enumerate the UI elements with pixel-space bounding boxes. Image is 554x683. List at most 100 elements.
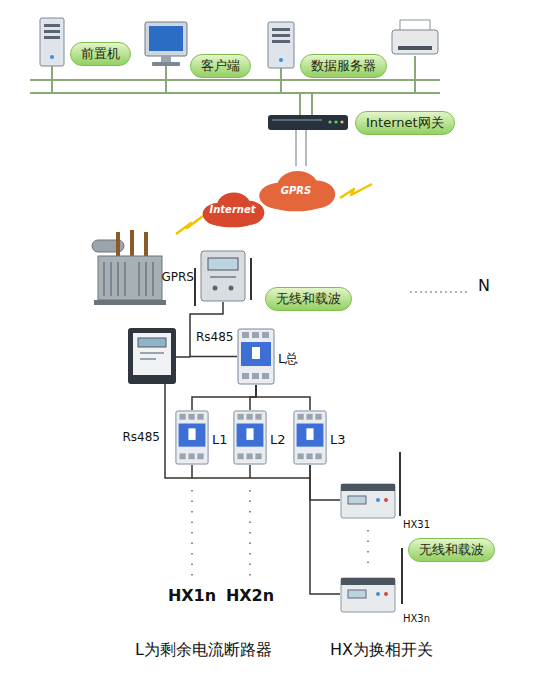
node-text: L3: [330, 432, 346, 447]
breaker-body: [179, 414, 185, 420]
breaker-body: [297, 424, 324, 447]
breaker-body: [234, 411, 266, 464]
breaker-body: [176, 411, 208, 464]
antenna: [194, 268, 196, 306]
wire-connector: [250, 385, 256, 410]
wireless-link: [340, 184, 372, 198]
data-server-icon: [272, 28, 290, 31]
wire: [191, 465, 193, 478]
residual-current-breaker-shape: [233, 410, 267, 465]
lan-bus: [30, 92, 440, 94]
green-label-pill: 前置机: [70, 42, 131, 66]
continuation-dots: [249, 490, 251, 580]
client-computer-icon: [149, 26, 183, 51]
gprs-meter-shape: [200, 250, 246, 302]
breaker-body: [241, 342, 271, 366]
gateway-device: [268, 115, 348, 130]
breaker-body: [237, 424, 264, 447]
annotation-label: Rs485: [196, 330, 234, 344]
switch-body: [384, 498, 388, 502]
switch-body: [341, 484, 395, 491]
node-text: HX31: [403, 519, 430, 530]
breaker-body: [252, 373, 259, 379]
dotted-line: [410, 291, 470, 293]
electricity-meter: [128, 328, 176, 384]
printer-icon: [392, 30, 438, 54]
wire: [176, 356, 190, 358]
breaker-body: [255, 414, 261, 420]
client-computer-icon: [152, 62, 180, 66]
cloud-shape: [203, 193, 265, 228]
breaker-body: [238, 329, 274, 384]
server-icon: [44, 36, 60, 39]
phase-switch-shape: [340, 478, 396, 522]
breaker-body: [188, 453, 194, 459]
annotation-label: HX为换相开关: [330, 640, 433, 661]
data-server-icon: [268, 22, 294, 68]
transformer-illustration: [92, 230, 166, 305]
annotation-label: Rs485: [123, 430, 161, 444]
breaker-body: [294, 411, 326, 464]
antenna: [399, 452, 401, 516]
lan-bus: [280, 68, 282, 93]
switch-body: [348, 590, 366, 598]
printer-icon: [398, 46, 432, 50]
node-text: 数据服务器: [311, 57, 376, 75]
residual-current-breaker-shape: [293, 410, 327, 465]
gateway-device: [340, 120, 343, 123]
breaker-body: [246, 428, 253, 440]
transformer-illustration: [124, 262, 126, 296]
breaker-body: [234, 411, 266, 464]
residual-current-breaker-shape: [175, 410, 209, 465]
server-icon: [44, 24, 60, 27]
transformer-illustration: [98, 256, 162, 300]
annotation-label: HX2n: [226, 586, 274, 605]
breaker-body: [176, 411, 208, 464]
node-text: GPRS: [281, 185, 311, 196]
server-icon: [40, 18, 64, 66]
wire-connector: [190, 302, 237, 357]
client-computer-icon: [145, 22, 187, 66]
breaker-body: [315, 414, 321, 420]
switch-body: [384, 592, 388, 596]
breaker-body: [306, 428, 313, 440]
breaker-body: [242, 373, 249, 379]
node-text: GPRS: [162, 270, 195, 284]
data-server-icon: [279, 58, 283, 62]
wire: [165, 384, 310, 478]
lan-bus: [51, 66, 53, 93]
wire-connector: [310, 465, 340, 500]
transformer-illustration: [94, 300, 166, 305]
gateway-uplink: [295, 130, 297, 166]
lan-bus: [311, 93, 313, 115]
breaker-body: [297, 414, 303, 420]
transformer-illustration: [117, 262, 119, 296]
breaker-body: [179, 424, 206, 447]
switch-body: [341, 578, 395, 612]
breaker-body: [262, 332, 269, 338]
data-server-icon: [268, 22, 294, 68]
transformer-illustration: [152, 262, 154, 296]
breaker-body: [297, 453, 303, 459]
annotation-label: N: [478, 276, 490, 295]
breaker-body: [255, 453, 261, 459]
residual-current-breaker: L1: [175, 410, 209, 465]
wireless-link: [176, 216, 203, 234]
meter-body: [201, 251, 245, 301]
phase-switch: HX31: [340, 478, 396, 522]
lan-bus: [165, 66, 167, 93]
breaker-body: [252, 332, 259, 338]
switch-body: [348, 496, 366, 504]
wire-connector: [256, 385, 310, 410]
node-text: HX3n: [403, 613, 430, 624]
node-text: Internet网关: [366, 114, 444, 132]
antenna: [250, 258, 252, 300]
green-label-pill: 数据服务器: [300, 54, 387, 78]
breaker-body: [179, 453, 185, 459]
breaker-body: [262, 373, 269, 379]
meter-body: [201, 251, 245, 301]
